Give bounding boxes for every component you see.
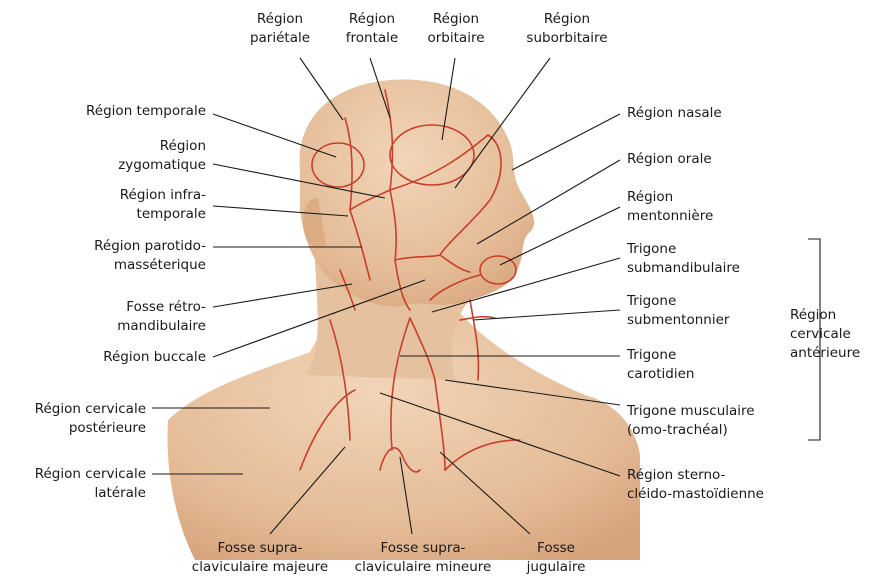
label-region-parotido: Région parotido-masséterique — [94, 237, 206, 275]
label-region-sterno: Région sterno-cléido-mastoïdienne — [627, 466, 764, 504]
head — [300, 79, 535, 306]
label-fosse-supraclaviculaire-mineure: Fosse supra-claviculaire mineure — [355, 539, 492, 577]
label-region-infratemporale: Région infra-temporale — [120, 186, 206, 224]
label-fosse-supraclaviculaire-majeure: Fosse supra-claviculaire majeure — [192, 539, 328, 577]
label-region-temporale: Région temporale — [86, 102, 206, 121]
label-fosse-retro: Fosse rétro-mandibulaire — [117, 298, 206, 336]
label-region-orale: Région orale — [627, 150, 712, 169]
label-trigone-musculaire: Trigone musculaire(omo-trachéal) — [627, 402, 755, 440]
label-region-buccale: Région buccale — [103, 348, 206, 367]
label-region-nasale: Région nasale — [627, 104, 722, 123]
